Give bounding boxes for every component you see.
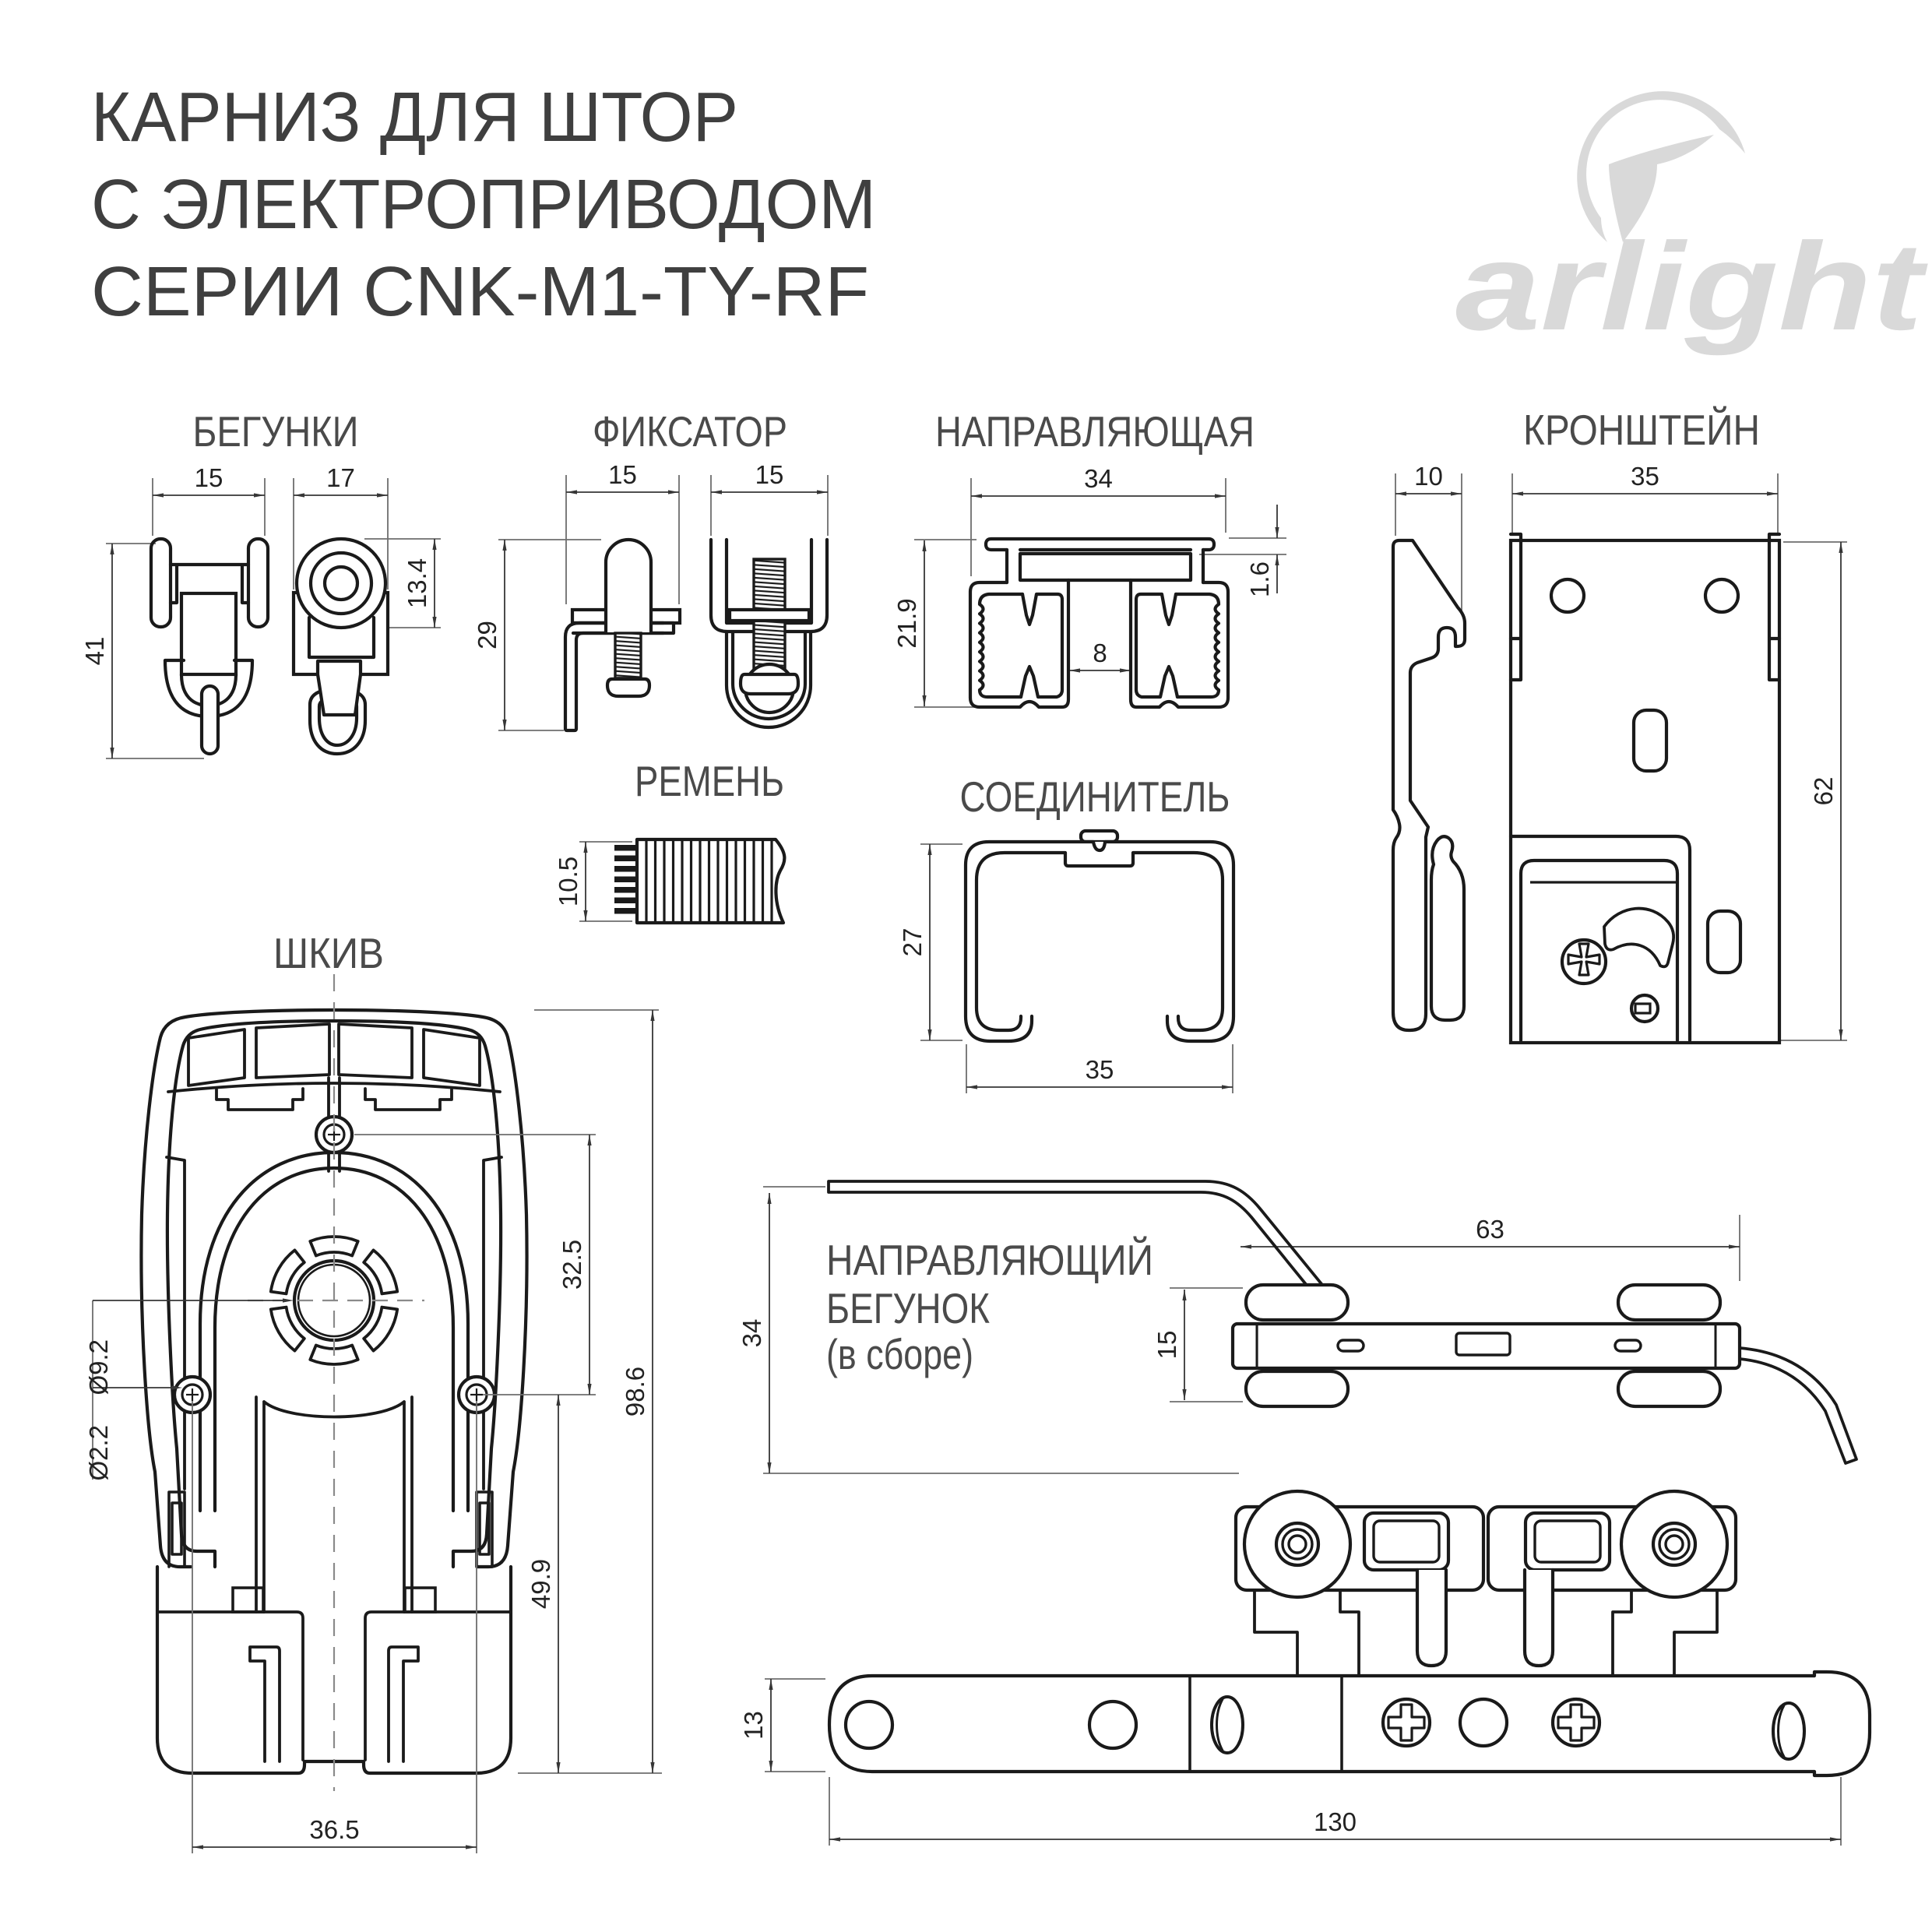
svg-text:РЕМЕНЬ: РЕМЕНЬ <box>635 757 784 805</box>
svg-text:Ø2.2: Ø2.2 <box>84 1425 113 1481</box>
svg-text:Ø9.2: Ø9.2 <box>84 1339 113 1395</box>
svg-text:ФИКСАТОР: ФИКСАТОР <box>593 407 787 456</box>
svg-text:arlight: arlight <box>1455 216 1928 356</box>
svg-text:29: 29 <box>473 621 501 649</box>
svg-text:21.9: 21.9 <box>892 598 921 648</box>
svg-text:34: 34 <box>737 1319 766 1348</box>
svg-text:41: 41 <box>80 637 109 666</box>
svg-text:КАРНИЗ ДЛЯ ШТОР: КАРНИЗ ДЛЯ ШТОР <box>91 79 738 157</box>
svg-text:10.5: 10.5 <box>554 857 582 906</box>
svg-text:15: 15 <box>195 463 223 492</box>
svg-text:ШКИВ: ШКИВ <box>273 929 384 977</box>
svg-text:49.9: 49.9 <box>526 1559 555 1609</box>
svg-text:98.6: 98.6 <box>621 1367 649 1416</box>
svg-text:1.6: 1.6 <box>1245 561 1274 597</box>
svg-text:НАПРАВЛЯЮЩИЙ: НАПРАВЛЯЮЩИЙ <box>826 1235 1153 1284</box>
svg-text:СЕРИИ CNK-M1-TY-RF: СЕРИИ CNK-M1-TY-RF <box>91 253 869 331</box>
svg-text:35: 35 <box>1086 1055 1114 1084</box>
svg-text:15: 15 <box>1153 1331 1181 1360</box>
svg-text:БЕГУНКИ: БЕГУНКИ <box>193 407 359 456</box>
svg-text:35: 35 <box>1631 462 1659 491</box>
svg-text:62: 62 <box>1809 777 1838 806</box>
svg-text:С ЭЛЕКТРОПРИВОДОМ: С ЭЛЕКТРОПРИВОДОМ <box>91 166 876 244</box>
svg-text:10: 10 <box>1414 462 1443 491</box>
svg-text:36.5: 36.5 <box>309 1815 359 1844</box>
svg-text:НАПРАВЛЯЮЩАЯ: НАПРАВЛЯЮЩАЯ <box>935 407 1255 456</box>
svg-text:27: 27 <box>898 928 927 957</box>
svg-text:17: 17 <box>326 463 355 492</box>
svg-text:БЕГУНОК: БЕГУНОК <box>826 1284 990 1332</box>
svg-text:130: 130 <box>1314 1807 1357 1836</box>
svg-text:63: 63 <box>1476 1215 1504 1244</box>
svg-text:СОЕДИНИТЕЛЬ: СОЕДИНИТЕЛЬ <box>960 772 1230 821</box>
svg-text:КРОНШТЕЙН: КРОНШТЕЙН <box>1523 405 1760 454</box>
svg-text:15: 15 <box>755 460 784 489</box>
svg-text:13.4: 13.4 <box>403 558 431 608</box>
svg-text:32.5: 32.5 <box>558 1240 586 1290</box>
svg-text:(в сборе): (в сборе) <box>826 1330 973 1378</box>
svg-text:15: 15 <box>608 460 637 489</box>
svg-text:34: 34 <box>1084 464 1113 493</box>
svg-text:13: 13 <box>739 1711 768 1740</box>
svg-text:8: 8 <box>1093 639 1107 667</box>
